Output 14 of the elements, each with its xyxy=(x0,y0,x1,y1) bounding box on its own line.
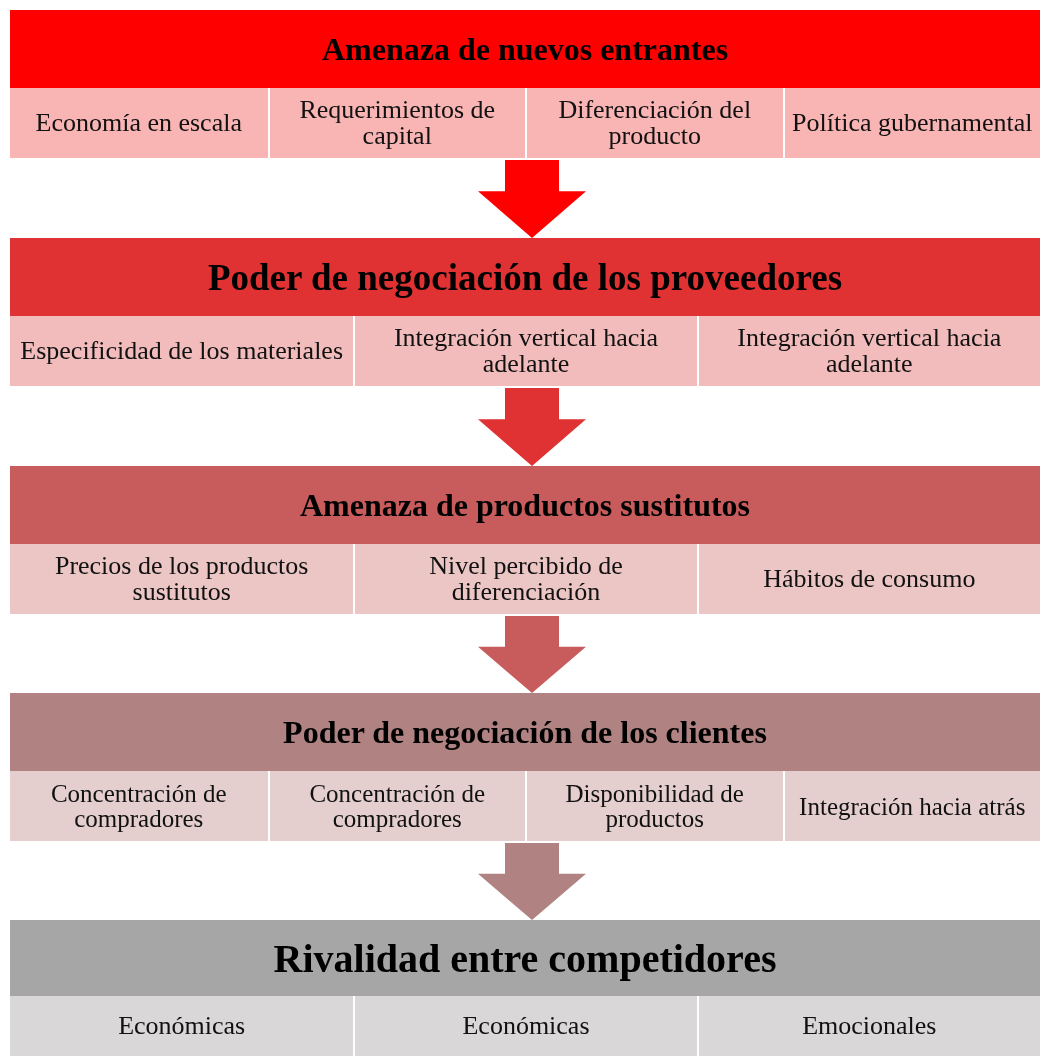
tier-panel xyxy=(10,10,1040,158)
block-arrow xyxy=(478,160,586,238)
block-arrow xyxy=(478,843,586,920)
tier-heading: Amenaza de nuevos entrantes xyxy=(10,10,1040,88)
tier-heading: Poder de negociación de los clientes xyxy=(10,693,1040,771)
tier-heading: Amenaza de productos sustitutos xyxy=(10,466,1040,544)
tier-panel xyxy=(10,920,1040,1056)
tier-panel xyxy=(10,238,1040,386)
block-arrow xyxy=(478,388,586,466)
tier-panel xyxy=(10,693,1040,841)
tier-panel xyxy=(10,466,1040,614)
tier-heading: Poder de negociación de los proveedores xyxy=(10,238,1040,316)
tier-heading: Rivalidad entre competidores xyxy=(10,920,1040,996)
block-arrow xyxy=(478,616,586,693)
